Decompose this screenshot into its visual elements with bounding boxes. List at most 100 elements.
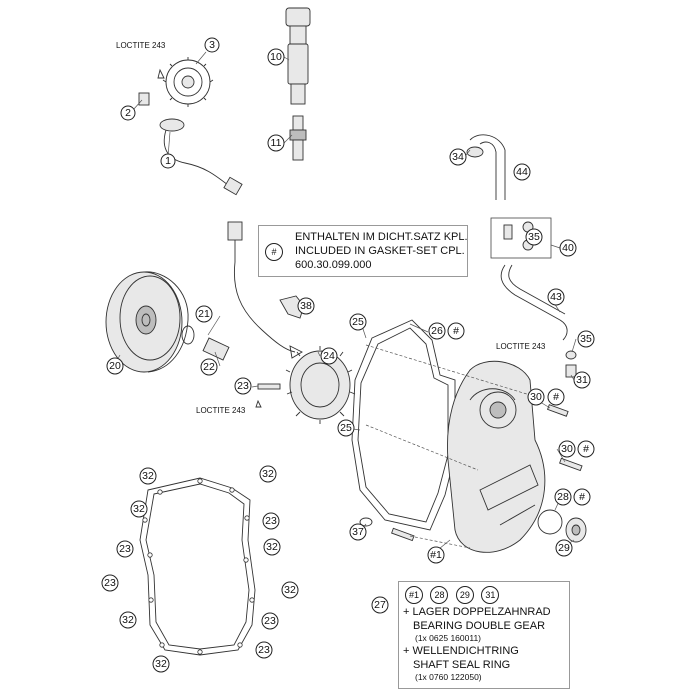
callout-28: 28 (554, 488, 572, 506)
svg-text:43: 43 (550, 291, 562, 303)
callout-30-mid-hash: # (577, 440, 595, 458)
cover-bolts (391, 404, 583, 542)
flywheel-rotor (105, 271, 189, 373)
callout-43: 43 (547, 288, 565, 306)
svg-text:23: 23 (104, 577, 116, 589)
callout-23-top: 23 (234, 377, 252, 395)
svg-text:25: 25 (340, 422, 352, 434)
callout-34: 34 (449, 148, 467, 166)
callout-32-a: 32 (139, 467, 157, 485)
breather-hose (466, 134, 506, 200)
washer (181, 325, 195, 345)
bearing-note-line-en: BEARING DOUBLE GEAR (413, 620, 546, 632)
callout-26-hash: # (447, 322, 465, 340)
callout-40: 40 (559, 239, 577, 257)
callout-32-c: 32 (130, 500, 148, 518)
bearing-note-refs: #1 28 29 31 (405, 586, 502, 604)
svg-text:#: # (453, 325, 459, 337)
svg-text:28: 28 (557, 491, 569, 503)
svg-text:20: 20 (109, 360, 121, 372)
callout-32-g: 32 (152, 655, 170, 673)
svg-text:#: # (553, 391, 559, 403)
callout-24: 24 (320, 347, 338, 365)
bearing-note-ref-1: #1 (405, 586, 423, 604)
spacer-bushing (202, 337, 230, 361)
svg-text:40: 40 (562, 242, 574, 254)
svg-text:1: 1 (165, 155, 171, 167)
sensor-bolt (138, 68, 165, 106)
callout-30-top-hash: # (547, 388, 565, 406)
bearing-note-line-de: + LAGER DOPPELZAHNRAD (403, 606, 551, 618)
oil-seal (537, 509, 587, 543)
callout-25-bottom: 25 (337, 419, 355, 437)
svg-text:32: 32 (155, 658, 167, 670)
svg-text:#1: #1 (430, 549, 442, 561)
callout-30-top: 30 (527, 388, 545, 406)
svg-text:32: 32 (142, 470, 154, 482)
seal-note-line-de: + WELLENDICHTRING (403, 645, 519, 657)
svg-text:23: 23 (237, 380, 249, 392)
callout-23-b: 23 (116, 540, 134, 558)
callout-1: 1 (160, 153, 176, 169)
callout-32-f: 32 (119, 611, 137, 629)
svg-text:23: 23 (119, 543, 131, 555)
svg-text:31: 31 (576, 374, 588, 386)
svg-text:23: 23 (258, 644, 270, 656)
callout-23-c: 23 (101, 574, 119, 592)
svg-text:32: 32 (133, 503, 145, 515)
callout-2: 2 (120, 105, 136, 121)
ignition-coil (285, 7, 311, 105)
callout-32-e: 32 (281, 581, 299, 599)
callout-35-right: 35 (577, 330, 595, 348)
callout-32-b: 32 (259, 465, 277, 483)
callout-22: 22 (200, 358, 218, 376)
stator-cable (227, 221, 303, 359)
ignition-cover (447, 360, 546, 553)
loctite-label-top: LOCTITE 243 (116, 41, 166, 50)
bearing-note-ref-28: 28 (430, 586, 449, 604)
svg-text:38: 38 (300, 300, 312, 312)
svg-text:32: 32 (266, 541, 278, 553)
svg-text:44: 44 (516, 166, 528, 178)
bearing-note-partno: (1x 0625 160011) (415, 633, 482, 643)
bearing-seal-note: #1 28 29 31 + LAGER DOPPELZAHNRAD BEARIN… (398, 581, 570, 689)
svg-text:#: # (579, 491, 585, 503)
callout-38: 38 (297, 297, 315, 315)
svg-text:32: 32 (284, 584, 296, 596)
svg-text:24: 24 (323, 350, 335, 362)
svg-text:29: 29 (558, 542, 570, 554)
gasket-note-marker: # (265, 243, 283, 261)
callout-10: 10 (267, 48, 285, 66)
svg-text:#: # (583, 443, 589, 455)
gasket-note-line-en: INCLUDED IN GASKET-SET CPL. (295, 245, 465, 257)
callout-23-e: 23 (255, 641, 273, 659)
callout-hash-1: #1 (427, 546, 445, 564)
callout-30-mid: 30 (558, 440, 576, 458)
trigger-wheel (162, 57, 214, 107)
loctite-label-left: LOCTITE 243 (196, 406, 246, 415)
callout-37: 37 (349, 523, 367, 541)
stator (285, 346, 356, 424)
callout-25-top: 25 (349, 313, 367, 331)
callout-29: 29 (555, 539, 573, 557)
callout-11: 11 (267, 134, 285, 152)
svg-text:21: 21 (198, 308, 210, 320)
svg-text:30: 30 (561, 443, 573, 455)
callout-32-d: 32 (263, 538, 281, 556)
cover-gasket (351, 319, 456, 531)
bearing-note-ref-29: 29 (455, 586, 474, 604)
svg-text:34: 34 (452, 151, 464, 163)
svg-text:3: 3 (209, 39, 215, 51)
loctite-label-right: LOCTITE 243 (496, 342, 546, 351)
seal-note-partno: (1x 0760 122050) (415, 672, 482, 682)
svg-text:23: 23 (265, 515, 277, 527)
svg-text:27: 27 (374, 599, 386, 611)
svg-text:26: 26 (431, 325, 443, 337)
svg-text:11: 11 (271, 137, 282, 149)
stator-bolt (255, 383, 281, 408)
svg-text:32: 32 (122, 614, 134, 626)
screw-plug (359, 517, 373, 527)
svg-text:32: 32 (262, 468, 274, 480)
gasket-note-partno: 600.30.099.000 (295, 259, 372, 271)
